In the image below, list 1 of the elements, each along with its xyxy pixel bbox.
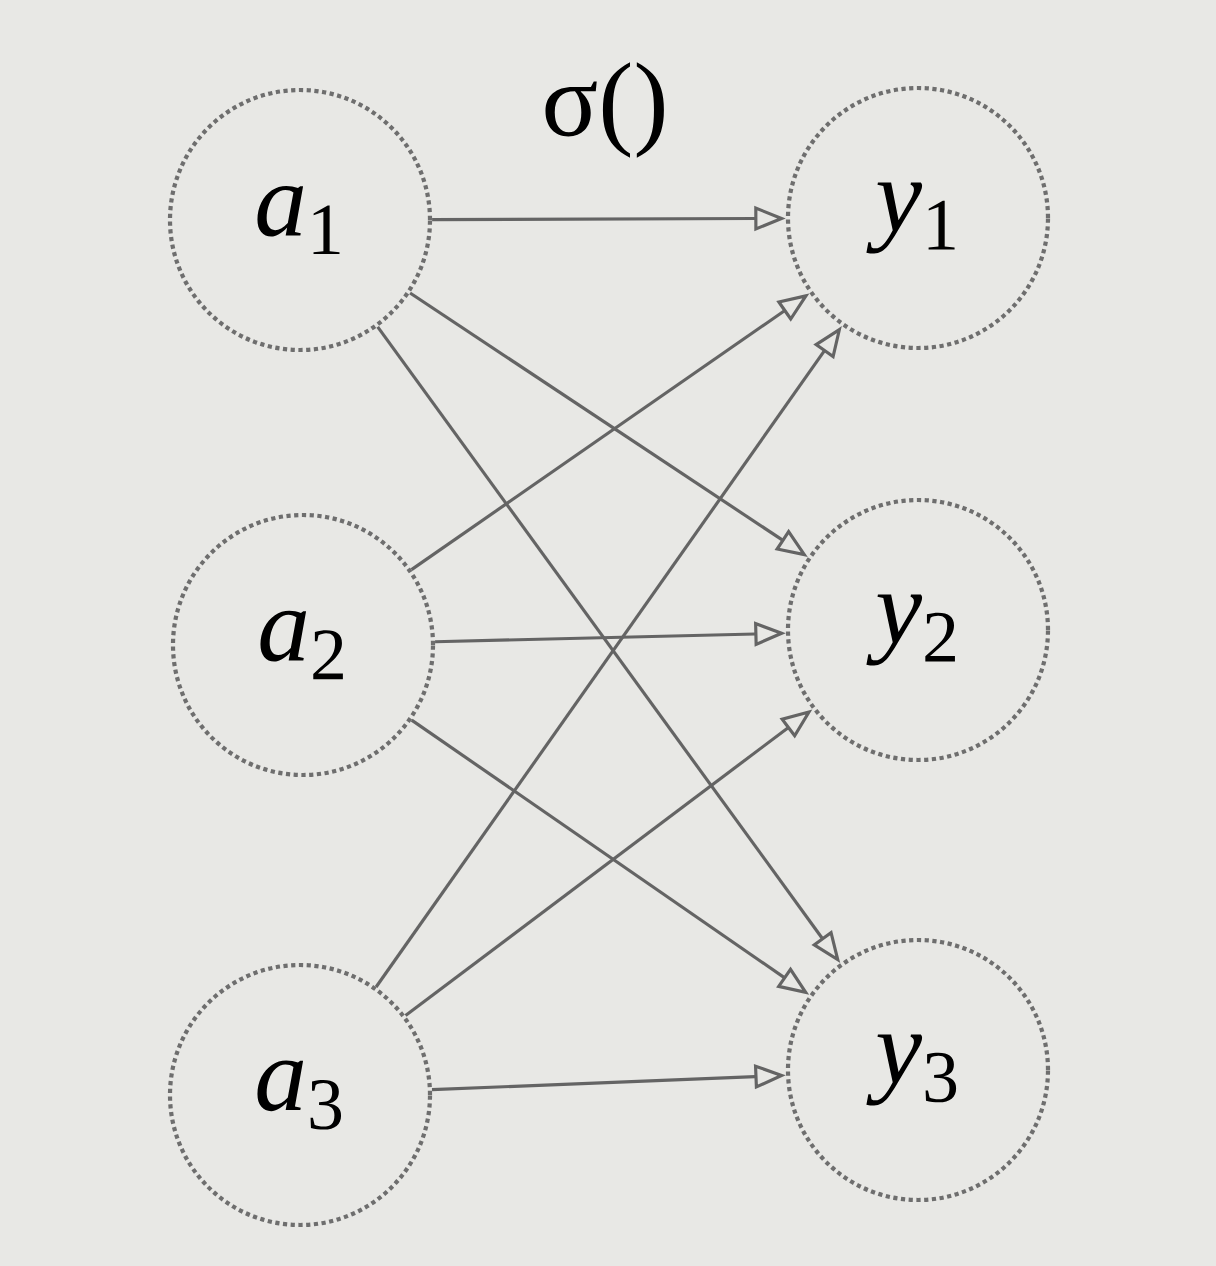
function-label: σ() xyxy=(545,62,664,158)
